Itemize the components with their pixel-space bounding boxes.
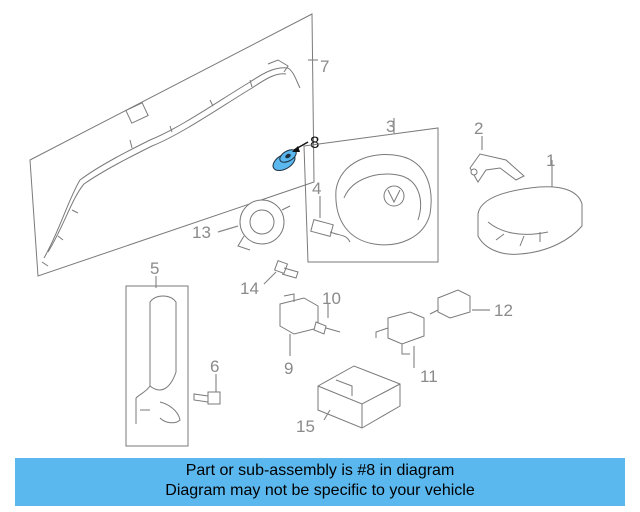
airbag-control-module bbox=[317, 365, 401, 429]
bolt-6-group: 6 bbox=[193, 357, 221, 405]
bracket-group: 2 bbox=[469, 119, 525, 183]
callout-1: 1 bbox=[546, 151, 555, 170]
clockspring-group: 13 bbox=[192, 199, 291, 251]
module-15-group: 15 bbox=[296, 365, 401, 436]
clip-group[interactable]: 8 bbox=[270, 133, 319, 174]
screw-10-group: 10 bbox=[313, 289, 341, 335]
sensor-11-group: 11 bbox=[375, 311, 438, 386]
callout-4: 4 bbox=[312, 179, 321, 198]
curtain-airbag-tube bbox=[43, 67, 301, 259]
passenger-airbag bbox=[477, 186, 583, 255]
passenger-airbag-group: 1 bbox=[477, 151, 583, 255]
steering-airbag-frame bbox=[303, 127, 439, 263]
callout-12: 12 bbox=[494, 301, 513, 320]
banner-line-1: Part or sub-assembly is #8 in diagram bbox=[185, 462, 455, 479]
callout-15: 15 bbox=[296, 417, 315, 436]
knee-airbag-group: 5 bbox=[125, 259, 189, 447]
info-banner: Part or sub-assembly is #8 in diagram Di… bbox=[15, 458, 625, 506]
knee-airbag bbox=[149, 295, 177, 391]
banner-line-2: Diagram may not be specific to your vehi… bbox=[165, 482, 475, 499]
parts-diagram: 7 8 3 4 2 1 bbox=[29, 13, 583, 447]
sensor-9-group: 9 bbox=[279, 293, 319, 378]
callout-7: 7 bbox=[320, 57, 329, 76]
steering-airbag-group: 3 4 bbox=[303, 117, 439, 263]
front-impact-sensor bbox=[387, 311, 425, 345]
airbag-connector bbox=[310, 219, 334, 237]
callout-13: 13 bbox=[192, 223, 211, 242]
callout-6: 6 bbox=[210, 357, 219, 376]
callout-9: 9 bbox=[284, 359, 293, 378]
airbag-bracket bbox=[469, 153, 525, 183]
bolt-14-group: 14 bbox=[240, 259, 299, 298]
sensor-12-group: 12 bbox=[429, 289, 513, 320]
impact-sensor bbox=[279, 297, 319, 335]
callout-5: 5 bbox=[150, 259, 159, 278]
side-impact-sensor bbox=[437, 289, 471, 319]
curtain-airbag-group: 7 bbox=[29, 13, 329, 277]
steering-airbag-pad bbox=[335, 154, 432, 246]
callout-8: 8 bbox=[310, 133, 319, 152]
curtain-airbag-frame bbox=[29, 13, 315, 277]
callout-2: 2 bbox=[474, 119, 483, 138]
callout-11: 11 bbox=[420, 367, 438, 386]
callout-10: 10 bbox=[322, 289, 341, 308]
callout-14: 14 bbox=[240, 279, 259, 298]
knee-airbag-frame bbox=[125, 285, 189, 447]
callout-3: 3 bbox=[386, 117, 395, 136]
